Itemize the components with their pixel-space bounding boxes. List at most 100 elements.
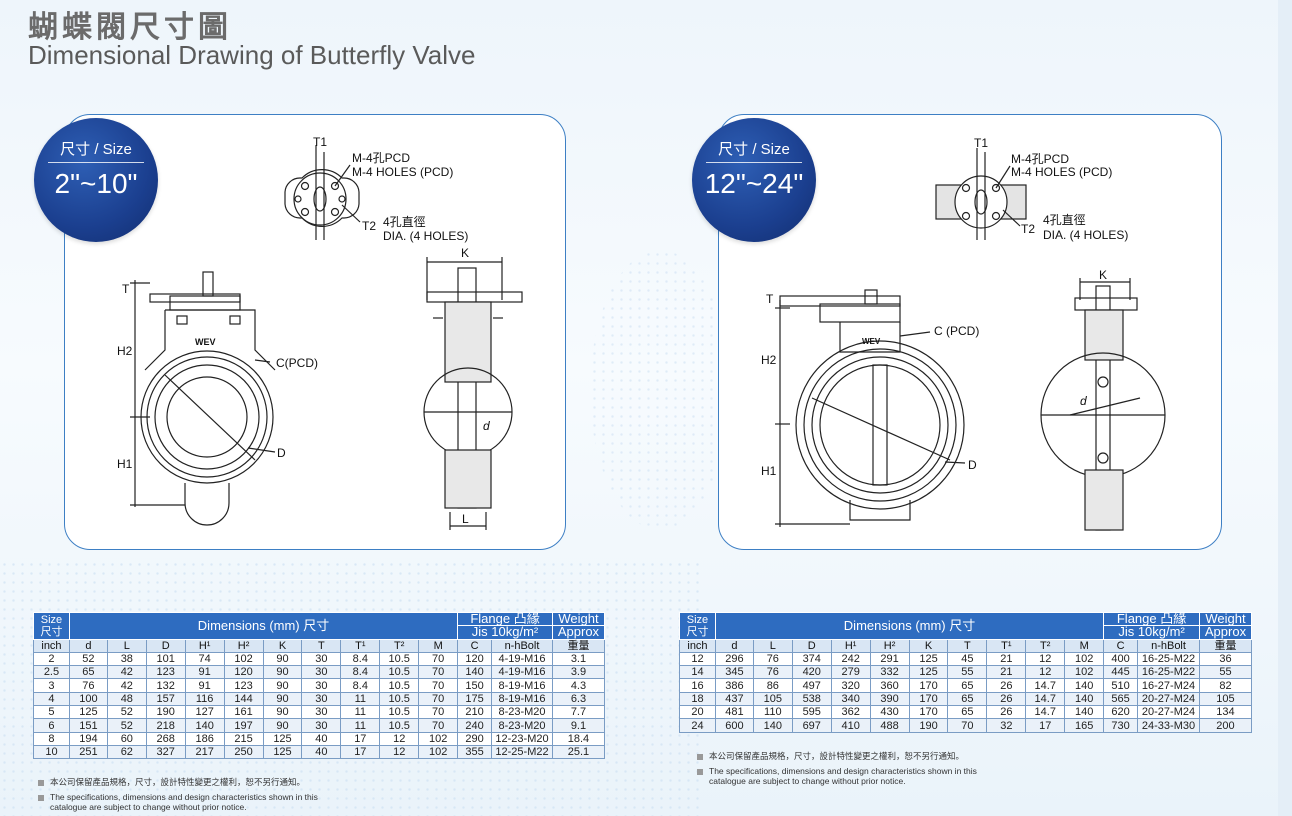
table-cell: 140 — [1064, 678, 1105, 693]
table-cell: 65 — [947, 691, 988, 707]
table-cell: 538 — [791, 691, 832, 707]
table-cell: 620 — [1103, 705, 1139, 720]
table-cell: 105 — [1198, 691, 1253, 707]
table-cell: 170 — [908, 705, 949, 720]
table-cell: 55 — [1198, 665, 1253, 680]
table-cell: 2 — [33, 651, 70, 667]
table-cell: 100 — [68, 691, 108, 707]
table-cell: 3.9 — [551, 665, 606, 680]
table-cell: 65 — [947, 705, 988, 720]
label-c-pcd-left: C(PCD) — [276, 356, 318, 370]
table-cell: 14.7 — [1025, 705, 1066, 720]
label-d-big-right: D — [968, 458, 977, 472]
right-edge-strip — [1278, 0, 1292, 816]
table-cell: 134 — [1198, 705, 1253, 720]
label-d-big-left: D — [277, 446, 286, 460]
table-cell: 390 — [869, 691, 910, 707]
column-header-row: inch d L D H¹ H² K T T¹ T² M C n-hBolt 重… — [33, 638, 606, 653]
table-cell: 74 — [184, 651, 225, 667]
table-cell: 8.4 — [340, 651, 381, 667]
table-cell: 242 — [830, 651, 871, 667]
table-cell: 101 — [145, 651, 186, 667]
table-cell: 11 — [340, 691, 381, 707]
table-cell: 30 — [301, 651, 342, 667]
table-cell: 291 — [869, 651, 910, 667]
table-cell: 30 — [301, 691, 342, 707]
table-cell: 16-25-M22 — [1137, 665, 1200, 680]
size-badge-small: 尺寸 / Size 2"~10" — [34, 118, 158, 242]
note-zh: 本公司保留產品規格，尺寸，設計特性變更之權利，恕不另行通知。 — [38, 777, 318, 787]
label-l-left: L — [462, 512, 469, 526]
label-m-holes-zh-right: M-4孔PCD — [1011, 152, 1069, 166]
size-badge-range: 2"~10" — [54, 168, 138, 199]
table-cell: 430 — [869, 705, 910, 720]
table-cell: 200 — [1198, 718, 1253, 733]
table-cell: 4 — [33, 691, 70, 707]
table-cell: 90 — [262, 691, 303, 707]
table-cell: 215 — [223, 731, 264, 746]
table-cell: 10.5 — [379, 691, 420, 707]
label-brand-left: WEV — [195, 337, 216, 347]
table-cell: 21 — [986, 651, 1027, 667]
table-cell: 125 — [68, 705, 108, 720]
label-dia-zh-right: 4孔直徑 — [1043, 213, 1086, 227]
table-cell: 17 — [340, 731, 381, 746]
table-cell: 125 — [262, 744, 303, 760]
table-cell: 16-27-M24 — [1137, 678, 1200, 693]
table-cell: 600 — [714, 718, 754, 733]
table-cell: 30 — [301, 678, 342, 693]
front-view-small — [130, 271, 276, 526]
table-cell: 48 — [106, 691, 147, 707]
table-cell: 16 — [679, 678, 716, 693]
table-cell: 250 — [223, 744, 264, 760]
table-cell: 5 — [33, 705, 70, 720]
table-cell: 76 — [68, 678, 108, 693]
side-view-large — [1040, 278, 1166, 531]
table-cell: 8-23-M20 — [491, 705, 553, 720]
table-cell: 8.4 — [340, 665, 381, 680]
table-cell: 17 — [1025, 718, 1066, 733]
table-cell: 140 — [1064, 705, 1105, 720]
table-cell: 420 — [791, 665, 832, 680]
table-cell: 400 — [1103, 651, 1139, 667]
table-cell: 102 — [1064, 665, 1105, 680]
table-cell: 123 — [223, 678, 264, 693]
table-cell: 355 — [457, 744, 493, 760]
page-title-en: Dimensional Drawing of Butterfly Valve — [28, 40, 476, 70]
label-brand-right: WEV — [862, 337, 881, 346]
table-cell: 279 — [830, 665, 871, 680]
note-large: 本公司保留產品規格，尺寸，設計特性變更之權利，恕不另行通知。 The speci… — [697, 751, 977, 786]
table-cell: 374 — [791, 651, 832, 667]
table-cell: 70 — [418, 678, 459, 693]
table-cell: 52 — [106, 705, 147, 720]
column-header-row: inch d L D H¹ H² K T T¹ T² M C n-hBolt 重… — [679, 638, 1253, 653]
table-cell: 20-27-M24 — [1137, 705, 1200, 720]
table-cell: 16-25-M22 — [1137, 651, 1200, 667]
table-cell: 123 — [145, 665, 186, 680]
table-cell: 8-19-M16 — [491, 691, 553, 707]
table-cell: 55 — [947, 665, 988, 680]
table-cell: 20 — [679, 705, 716, 720]
table-cell: 360 — [869, 678, 910, 693]
table-cell: 21 — [986, 665, 1027, 680]
table-cell: 144 — [223, 691, 264, 707]
table-cell: 38 — [106, 651, 147, 667]
table-cell: 3.1 — [551, 651, 606, 667]
table-cell: 70 — [418, 718, 459, 733]
table-cell: 296 — [714, 651, 754, 667]
table-cell: 127 — [184, 705, 225, 720]
table-cell: 140 — [1064, 691, 1105, 707]
size-badge-label: 尺寸 / Size — [718, 141, 790, 158]
table-cell: 730 — [1103, 718, 1139, 733]
top-flange-view-large — [935, 148, 1027, 240]
table-cell: 12 — [379, 744, 420, 760]
table-cell: 217 — [184, 744, 225, 760]
table-cell: 251 — [68, 744, 108, 760]
